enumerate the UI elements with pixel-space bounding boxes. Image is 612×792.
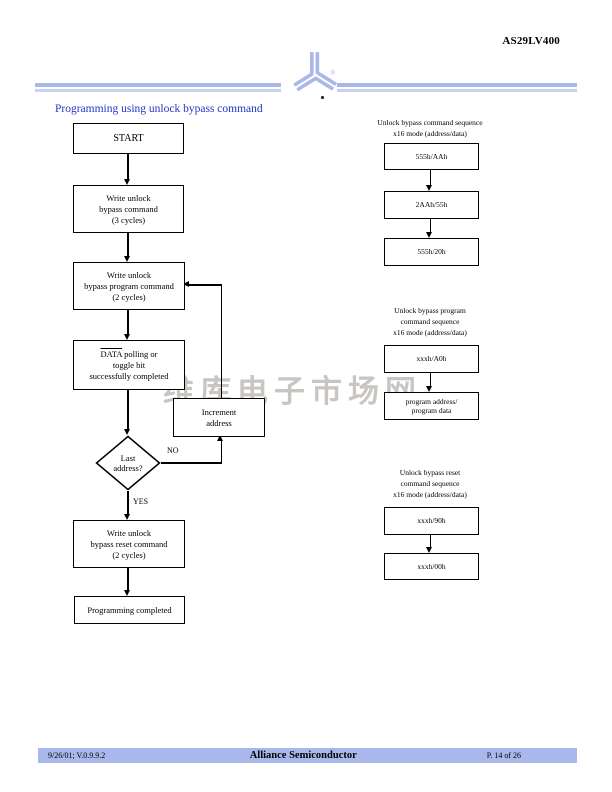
connector (429, 168, 431, 185)
connector (429, 371, 431, 386)
footer-bar: 9/26/01; V.0.9.9.2 Alliance Semiconducto… (38, 748, 577, 763)
polling-text: polling or toggle bit successfully compl… (89, 348, 169, 381)
arrowhead-down (124, 514, 130, 520)
flow-node-data-polling: DATA polling or toggle bit successfully … (73, 340, 185, 390)
seq3-heading: Unlock bypass reset command sequence x16… (393, 468, 467, 499)
header-rule-left-bottom (35, 89, 281, 92)
header-rule-left-top (35, 83, 281, 87)
data-overline: DATA (100, 348, 123, 359)
page-title: Programming using unlock bypass command (55, 103, 263, 115)
yes-branch-label: YES (133, 497, 149, 506)
arrowhead-down (124, 179, 130, 185)
connector (127, 566, 129, 590)
connector (429, 533, 431, 547)
seq2-step-1: xxxh/A0h (384, 345, 479, 373)
connector (429, 217, 431, 232)
seq1-heading: Unlock bypass command sequence x16 mode … (377, 118, 483, 138)
flow-node-programming-completed: Programming completed (74, 596, 185, 624)
flow-node-write-program-command: Write unlock bypass program command (2 c… (73, 262, 185, 310)
seq1-step-3: 555h/20h (384, 238, 479, 266)
flow-decision-last-address: Last address? (95, 435, 161, 491)
arrowhead-down (124, 590, 130, 596)
arrowhead-up (217, 435, 223, 441)
svg-text:®: ® (330, 69, 336, 77)
connector (220, 285, 222, 398)
arrowhead-down (426, 547, 432, 553)
arrowhead-down (426, 232, 432, 238)
footer-date-version: 9/26/01; V.0.9.9.2 (48, 751, 106, 760)
flow-node-start: START (73, 123, 184, 154)
connector (220, 441, 222, 463)
flow-node-write-reset-command: Write unlock bypass reset command (2 cyc… (73, 520, 185, 568)
connector (127, 231, 129, 256)
seq2-heading: Unlock bypass program command sequence x… (393, 306, 467, 337)
header-rule-right-bottom (337, 89, 577, 92)
footer-page-number: P. 14 of 26 (486, 751, 521, 760)
connector (127, 308, 129, 334)
seq2-step-2: program address/ program data (384, 392, 479, 420)
diamond-shape (95, 435, 161, 491)
arrowhead-down (426, 185, 432, 191)
connector (189, 284, 222, 286)
arrowhead-down (124, 429, 130, 435)
connector (127, 388, 129, 429)
seq3-step-1: xxxh/90h (384, 507, 479, 535)
arrowhead-down (426, 386, 432, 392)
flow-node-increment-address: Increment address (173, 398, 265, 437)
alliance-logo-icon: ® (293, 52, 337, 92)
connector (127, 152, 129, 179)
arrowhead-down (124, 256, 130, 262)
logo-dot (321, 96, 324, 99)
footer-company: Alliance Semiconductor (249, 750, 357, 761)
flow-node-write-bypass-command: Write unlock bypass command (3 cycles) (73, 185, 184, 233)
seq1-step-1: 555h/AAh (384, 143, 479, 170)
header-rule-right-top (337, 83, 577, 87)
no-branch-label: NO (167, 446, 179, 455)
connector (127, 491, 129, 514)
product-code: AS29LV400 (502, 35, 560, 47)
seq1-step-2: 2AAh/55h (384, 191, 479, 219)
seq3-step-2: xxxh/00h (384, 553, 479, 580)
arrowhead-left (183, 281, 189, 287)
decision-label: Last address? (113, 453, 143, 473)
arrowhead-down (124, 334, 130, 340)
connector (161, 462, 222, 464)
